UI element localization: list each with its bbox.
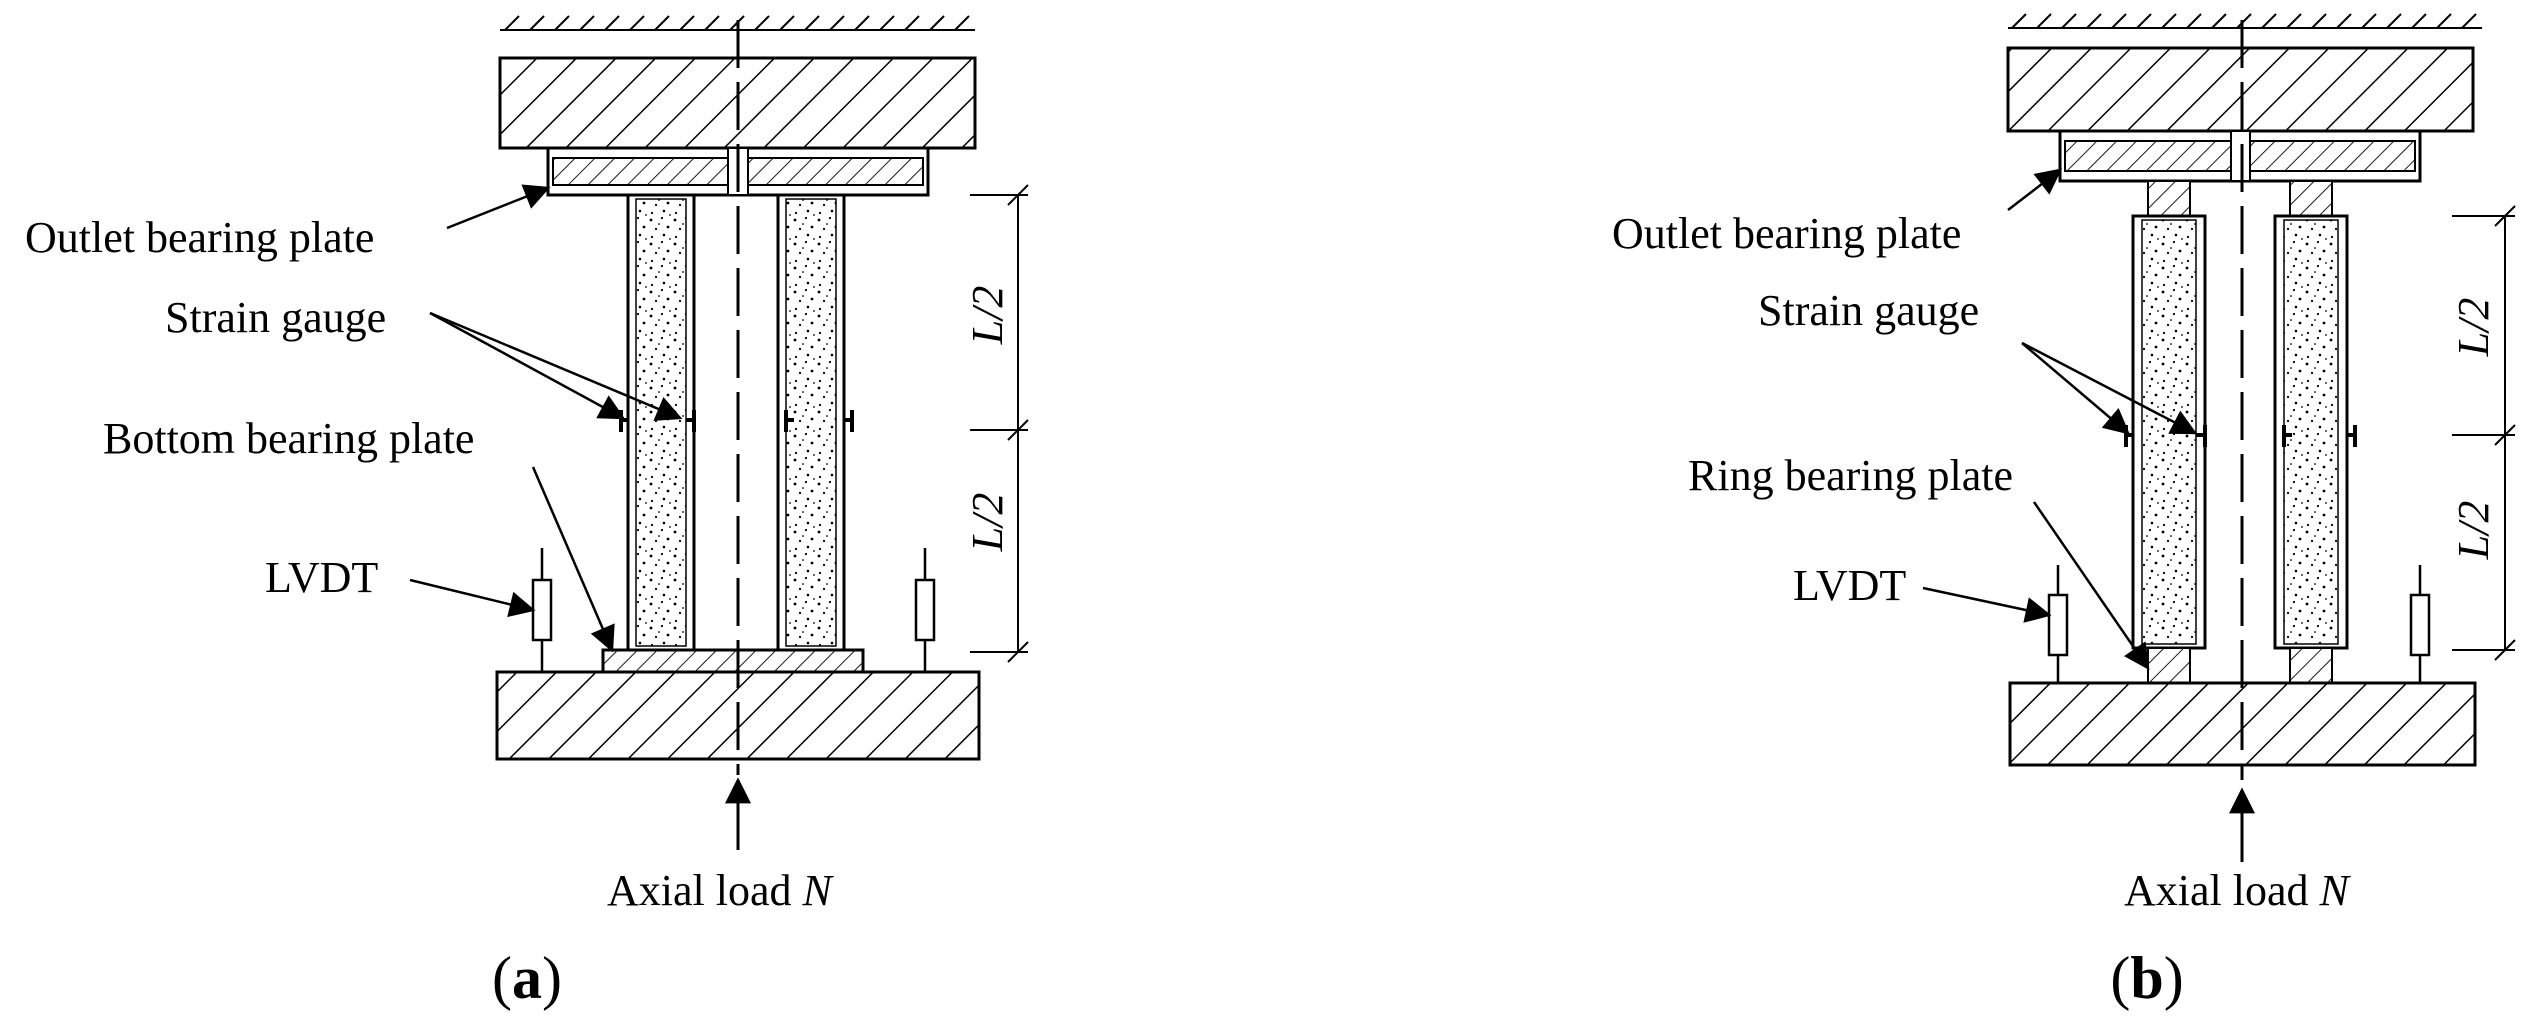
lvdt-left: [531, 548, 553, 672]
panel-b-caption: (b): [2110, 945, 2183, 1011]
dimension-lower-label: L/2: [2449, 501, 2498, 561]
lvdt-right: [914, 548, 936, 672]
ring-bearing-plate-top-left: [2147, 180, 2191, 217]
specimen-right-wall: [2273, 214, 2349, 650]
lvdt-right: [2409, 565, 2431, 683]
ring-bearing-plate-bottom-right: [2289, 647, 2333, 684]
lvdt-label: LVDT: [265, 553, 378, 602]
ring-bearing-plate-label: Ring bearing plate: [1688, 451, 2013, 500]
strain-gauges: [619, 410, 854, 432]
ring-bearing-plate-bottom-left: [2147, 647, 2191, 684]
ceiling-support: [2008, 13, 2482, 29]
leader-lines: [1922, 168, 2198, 671]
axial-load-label: Axial load N: [607, 866, 835, 915]
panel-a-caption: (a): [492, 945, 562, 1011]
bottom-bearing-plate-label: Bottom bearing plate: [103, 414, 474, 463]
axial-load-label: Axial load N: [2124, 866, 2352, 915]
strain-gauge-label: Strain gauge: [165, 293, 386, 342]
ring-bearing-plate-top-right: [2289, 180, 2333, 217]
bottom-bearing-plate: [601, 648, 865, 674]
dimension-line: [2452, 205, 2516, 661]
dimension-line: [970, 184, 1029, 663]
dimension-upper-label: L/2: [2449, 298, 2498, 358]
specimen-right-wall: [776, 193, 846, 652]
lvdt-label: LVDT: [1793, 561, 1906, 610]
panel-a: L/2 L/2 Outlet bearing plate Strain gaug…: [25, 15, 1029, 1011]
specimen-left-wall: [626, 193, 696, 652]
dimension-lower-label: L/2: [963, 493, 1012, 553]
leader-lines: [409, 184, 683, 653]
strain-gauge-label: Strain gauge: [1758, 286, 1979, 335]
dimension-upper-label: L/2: [963, 286, 1012, 346]
lvdt-left: [2047, 565, 2069, 683]
panel-b: L/2 L/2 Outlet bearing plate Strain gaug…: [1612, 13, 2516, 1011]
outlet-bearing-plate-label: Outlet bearing plate: [1612, 209, 1961, 258]
outlet-bearing-plate-label: Outlet bearing plate: [25, 213, 374, 262]
